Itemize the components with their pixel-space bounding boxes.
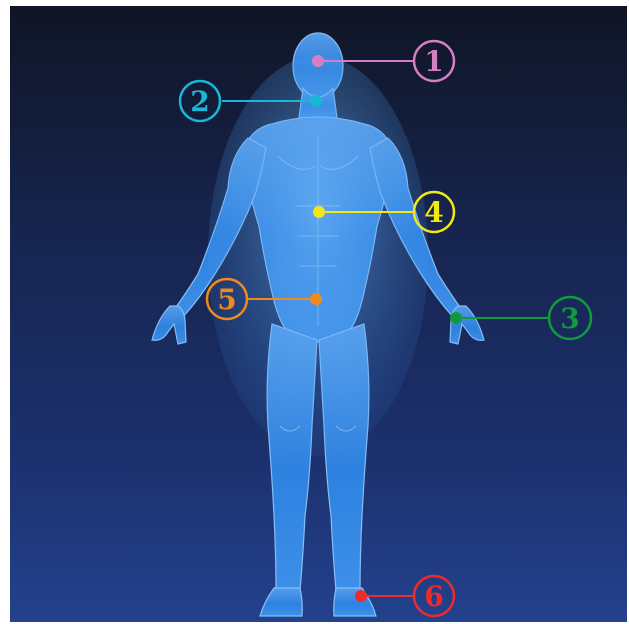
marker-3-label: 3 <box>560 302 579 335</box>
marker-5-dot <box>310 293 322 305</box>
marker-4-dot <box>313 206 325 218</box>
marker-4-label: 4 <box>424 196 443 229</box>
marker-2-label: 2 <box>190 85 209 118</box>
marker-6-label: 6 <box>424 580 443 613</box>
marker-6-dot <box>355 590 367 602</box>
marker-2-dot <box>310 95 322 107</box>
diagram-panel: 1 2 3 4 <box>10 6 627 622</box>
marker-5-label: 5 <box>217 283 236 316</box>
marker-3-dot <box>450 312 462 324</box>
marker-1-dot <box>312 55 324 67</box>
body-glow <box>208 56 428 456</box>
marker-1-label: 1 <box>424 45 443 78</box>
body-diagram: 1 2 3 4 <box>10 6 627 622</box>
